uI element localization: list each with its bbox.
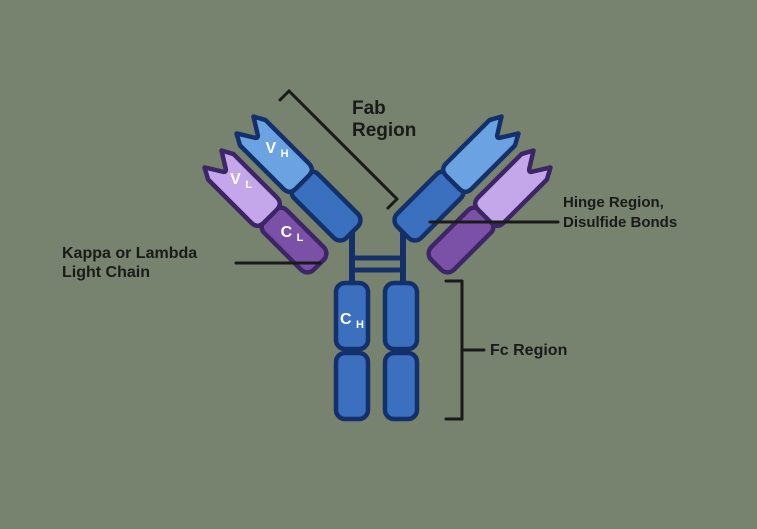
vl-domain-right: [472, 148, 553, 229]
fab-arm-right: [392, 114, 553, 275]
hinge-region-label-line2: Disulfide Bonds: [563, 214, 677, 231]
annotation-labels: Fab Region Hinge Region, Disulfide Bonds…: [62, 98, 677, 359]
light-chain-label-line1: Kappa or Lambda: [62, 245, 197, 262]
vl-domain-left: [202, 148, 283, 229]
fc-stem: [333, 280, 420, 422]
ch3-domain-right: [382, 350, 420, 422]
fab-region-label-line1: Fab: [352, 98, 386, 119]
fab-arm-left: [202, 114, 363, 275]
vh-domain-left: [234, 114, 315, 195]
ch2-domain-right: [382, 280, 420, 352]
vh-domain-right-group: [440, 114, 521, 195]
fab-bracket-tick-top: [278, 89, 291, 102]
fab-bracket-tick-bottom: [386, 197, 399, 210]
vh-domain-left-group: [234, 114, 315, 195]
light-chain-label-line2: Light Chain: [62, 264, 150, 281]
vl-domain-left-group: [202, 148, 283, 229]
hinge-region: [349, 227, 406, 291]
fc-region-label: Fc Region: [490, 342, 567, 359]
vl-domain-right-group: [472, 148, 553, 229]
hinge-region-label-line1: Hinge Region,: [563, 194, 664, 211]
annotation-lines: [234, 89, 560, 421]
fab-region-label-line2: Region: [352, 120, 416, 141]
ch2-domain-left: [333, 280, 371, 352]
fab-bracket-line: [287, 89, 399, 201]
vh-domain-right: [440, 114, 521, 195]
ch3-domain-left: [333, 350, 371, 422]
